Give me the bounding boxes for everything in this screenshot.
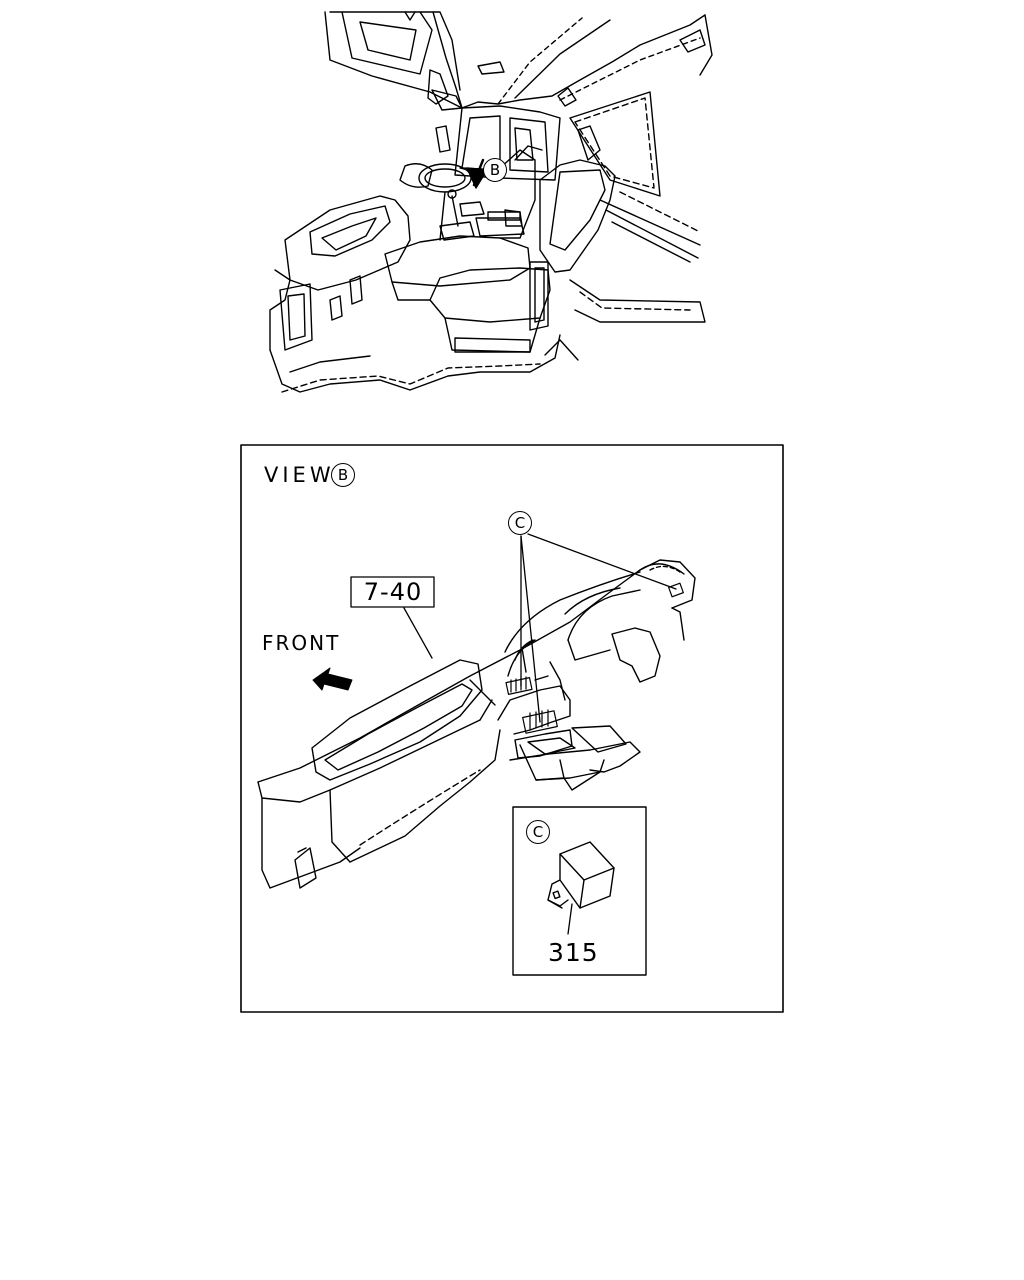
view-label: VIEW [264, 463, 335, 487]
cab-interior-illustration [269, 11, 713, 393]
connector-callout: C [508, 511, 532, 535]
front-label: FRONT [262, 631, 341, 655]
instrument-panel-drawing [257, 559, 696, 889]
relay-part-drawing [547, 841, 615, 935]
cab-view-callout: B [483, 158, 507, 182]
instrument-panel-ref: 7-40 [363, 578, 423, 606]
ref-box [350, 576, 435, 608]
front-arrow-icon [312, 667, 353, 691]
view-letter-callout: B [331, 463, 355, 487]
detail-c-frame [512, 806, 647, 976]
connector-leader-lines [520, 533, 677, 723]
ref-leader-line [403, 607, 433, 659]
connector-blocks [505, 582, 684, 734]
detail-callout: C [526, 820, 550, 844]
view-b-frame [240, 444, 784, 1013]
part-number: 315 [548, 938, 599, 967]
